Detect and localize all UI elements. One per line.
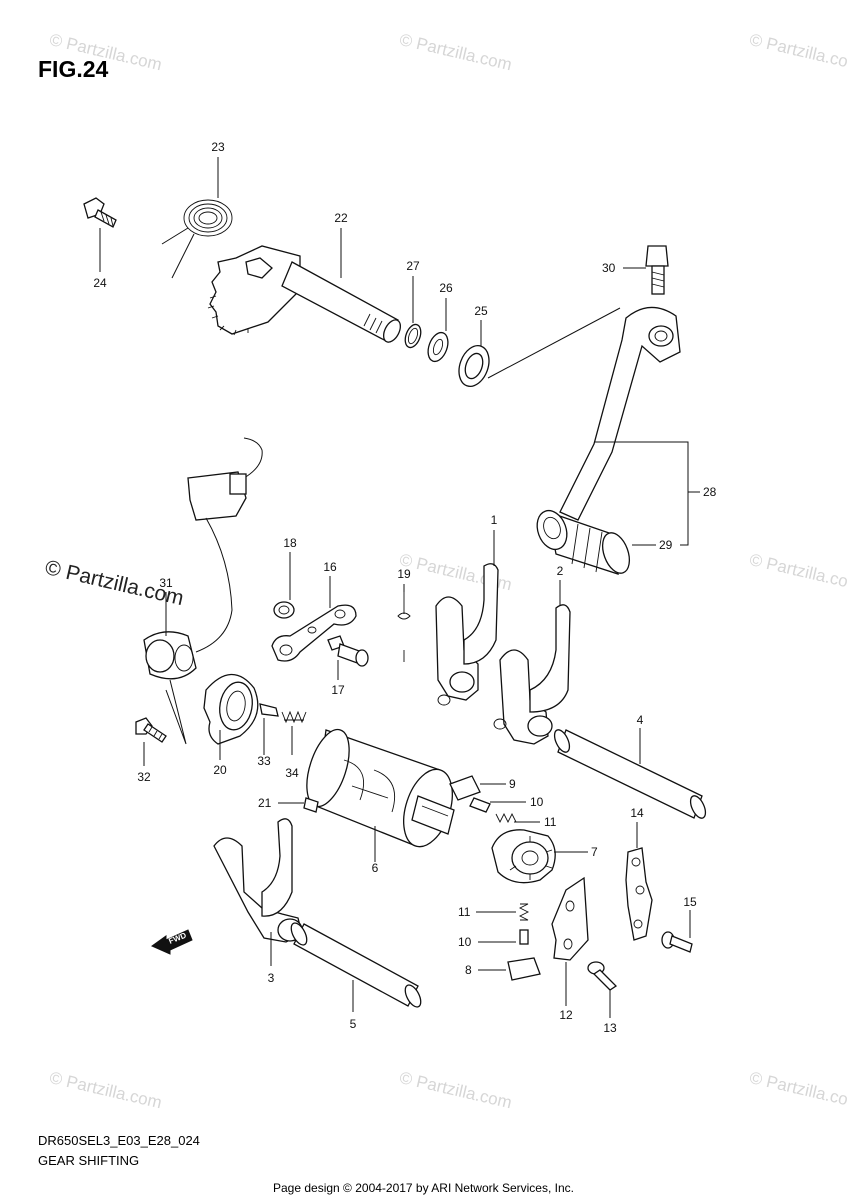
callout-25: 25 [474, 304, 488, 318]
callout-21: 21 [258, 796, 272, 810]
part-8-pawl [507, 957, 541, 981]
part-32-screw [135, 717, 167, 743]
callout-30: 30 [602, 261, 616, 275]
callout-14: 14 [630, 806, 644, 820]
callout-10-upper: 10 [530, 795, 544, 809]
part-5-fork-shaft [290, 922, 422, 1008]
part-17-bolt [327, 635, 369, 667]
part-31-gear-position-switch [143, 437, 263, 680]
callout-23: 23 [211, 140, 225, 154]
figure-title: FIG.24 [38, 56, 109, 82]
callout-20: 20 [213, 763, 227, 777]
part-15-screw [661, 931, 693, 953]
callout-29: 29 [659, 538, 673, 552]
callout-2: 2 [557, 564, 564, 578]
part-19-spring [397, 590, 411, 662]
callout-11-upper: 11 [544, 815, 557, 829]
part-33-pin [259, 703, 279, 717]
part-9-cam-pawl [449, 775, 481, 801]
callout-5: 5 [350, 1017, 357, 1031]
part-14-pawl-lifter [625, 847, 653, 941]
callout-15: 15 [683, 895, 697, 909]
callout-19: 19 [397, 567, 411, 581]
part-22-shift-shaft [207, 245, 402, 343]
part-29-footpeg-rubber [536, 509, 631, 575]
part-18-washer [273, 601, 295, 619]
callout-16: 16 [323, 560, 337, 574]
part-11-spring-upper [495, 812, 517, 824]
callout-12: 12 [559, 1008, 573, 1022]
part-1-shift-fork [435, 563, 499, 706]
callout-31: 31 [159, 576, 173, 590]
callout-18: 18 [283, 536, 297, 550]
fwd-arrow-icon: FWD [150, 929, 193, 955]
copyright-notice: Page design © 2004-2017 by ARI Network S… [272, 1181, 574, 1195]
callout-28: 28 [703, 485, 717, 499]
callout-1: 1 [491, 513, 498, 527]
part-4-fork-shaft [553, 729, 707, 819]
part-10-pin-upper [469, 797, 491, 813]
part-16-stopper-arm [271, 604, 357, 662]
part-2-shift-fork [493, 604, 571, 745]
part-21-pin [303, 797, 319, 813]
part-7-cam-driven-gear [491, 829, 556, 884]
part-11-spring-lower [518, 903, 530, 921]
callout-33: 33 [257, 754, 271, 768]
callout-7: 7 [591, 845, 598, 859]
part-30-bolt [645, 245, 669, 295]
callout-labels: 1 2 3 4 5 6 7 8 9 10 10 11 11 12 13 14 1… [93, 140, 716, 1035]
callout-24: 24 [93, 276, 107, 290]
callout-22: 22 [334, 211, 348, 225]
callout-26: 26 [439, 281, 453, 295]
part-26-washer [427, 331, 449, 363]
part-27-circlip [404, 323, 422, 349]
part-3-shift-fork [213, 818, 303, 943]
callout-3: 3 [268, 971, 275, 985]
part-13-screw [587, 961, 618, 991]
part-20-stopper-plate [203, 673, 259, 745]
callout-4: 4 [637, 713, 644, 727]
callout-6: 6 [372, 861, 379, 875]
part-23-spring [161, 199, 233, 279]
part-24-bolt [83, 197, 117, 228]
callout-34: 34 [285, 766, 299, 780]
callout-27: 27 [406, 259, 420, 273]
callout-17: 17 [331, 683, 345, 697]
part-12-cam-guide [551, 876, 589, 961]
model-code: DR650SEL3_E03_E28_024 [38, 1133, 200, 1148]
callout-32: 32 [137, 770, 151, 784]
callout-10-lower: 10 [458, 935, 472, 949]
section-name: GEAR SHIFTING [38, 1153, 140, 1168]
callout-9: 9 [509, 777, 516, 791]
part-28-gearshift-lever [559, 306, 681, 521]
part-25-oil-seal [458, 345, 490, 387]
callout-11-lower: 11 [458, 905, 471, 919]
part-10-pin-lower [519, 929, 529, 945]
part-34-spring [281, 710, 307, 724]
part-6-gearshift-cam [306, 728, 455, 848]
callout-8: 8 [465, 963, 472, 977]
callout-13: 13 [603, 1021, 617, 1035]
